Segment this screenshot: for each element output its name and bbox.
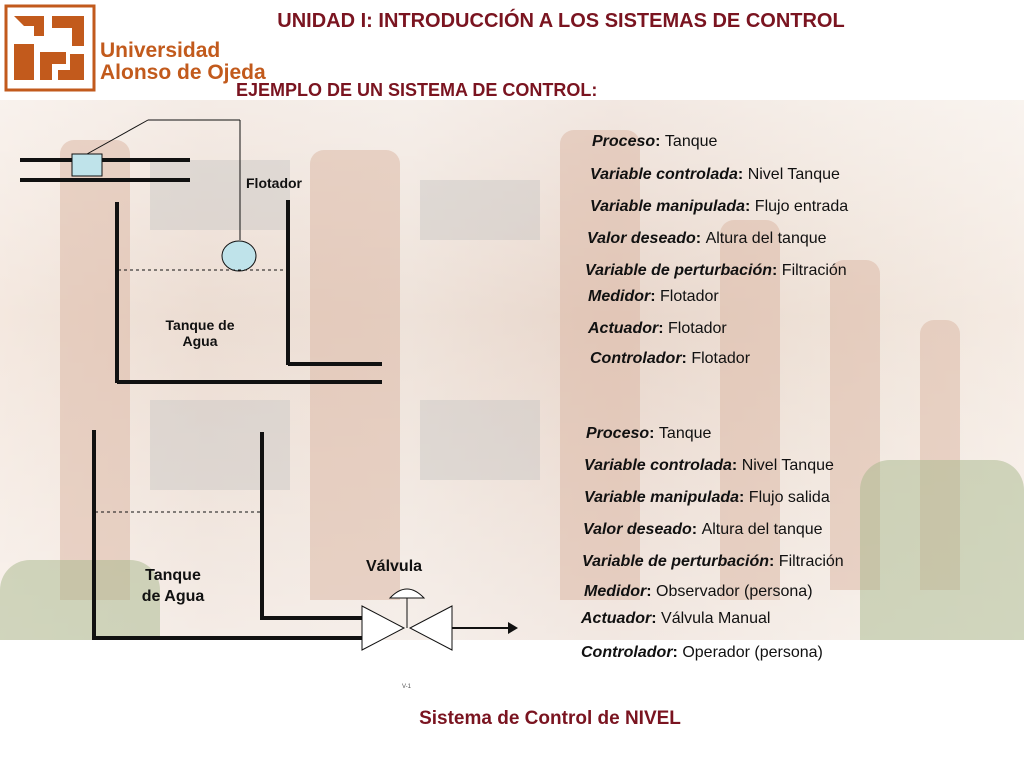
tank-1-label-line1: Tanque de <box>150 317 250 333</box>
spec-item: Variable controlada: Nivel Tanque <box>584 457 834 475</box>
logo-emblem-icon <box>4 4 96 92</box>
logo-text-line1: Universidad <box>100 40 220 61</box>
slide-subtitle: EJEMPLO DE UN SISTEMA DE CONTROL: <box>236 80 836 101</box>
spec-item: Proceso: Tanque <box>592 133 717 151</box>
tank-2-label-line1: Tanque <box>118 565 228 586</box>
spec-item: Variable manipulada: Flujo salida <box>584 489 830 507</box>
spec-item: Valor deseado: Altura del tanque <box>587 230 827 248</box>
spec-item: Proceso: Tanque <box>586 425 711 443</box>
tank-1-label: Tanque de Agua <box>150 317 250 349</box>
spec-item: Variable de perturbación: Filtración <box>582 553 844 571</box>
float-label: Flotador <box>246 175 302 191</box>
tank-2 <box>94 430 362 640</box>
spec-item: Actuador: Flotador <box>588 320 727 338</box>
tank-1-label-line2: Agua <box>150 333 250 349</box>
tank-2-label-line2: de Agua <box>118 586 228 607</box>
spec-item: Variable de perturbación: Filtración <box>585 262 847 280</box>
inlet-valve-icon <box>72 154 102 176</box>
manual-valve-icon <box>362 589 452 650</box>
spec-item: Valor deseado: Altura del tanque <box>583 521 823 539</box>
spec-item: Variable controlada: Nivel Tanque <box>590 166 840 184</box>
slide-title: UNIDAD I: INTRODUCCIÓN A LOS SISTEMAS DE… <box>236 10 886 33</box>
outlet-arrow-icon <box>452 622 518 634</box>
tank-1 <box>117 200 382 383</box>
spec-item: Controlador: Operador (persona) <box>581 644 823 662</box>
spec-item: Controlador: Flotador <box>590 350 750 368</box>
tank-2-label: Tanque de Agua <box>118 565 228 607</box>
slide-caption: Sistema de Control de NIVEL <box>300 708 800 730</box>
university-logo: Universidad Alonso de Ojeda <box>4 4 214 94</box>
diagram-float-tank <box>0 100 1024 700</box>
spec-item: Medidor: Observador (persona) <box>584 583 813 601</box>
valve-label: Válvula <box>366 558 422 576</box>
float-icon <box>222 241 256 271</box>
inlet-pipe <box>20 160 190 180</box>
spec-item: Variable manipulada: Flujo entrada <box>590 198 848 216</box>
spec-item: Actuador: Válvula Manual <box>581 610 770 628</box>
valve-tag: V-1 <box>402 684 411 690</box>
spec-item: Medidor: Flotador <box>588 288 719 306</box>
